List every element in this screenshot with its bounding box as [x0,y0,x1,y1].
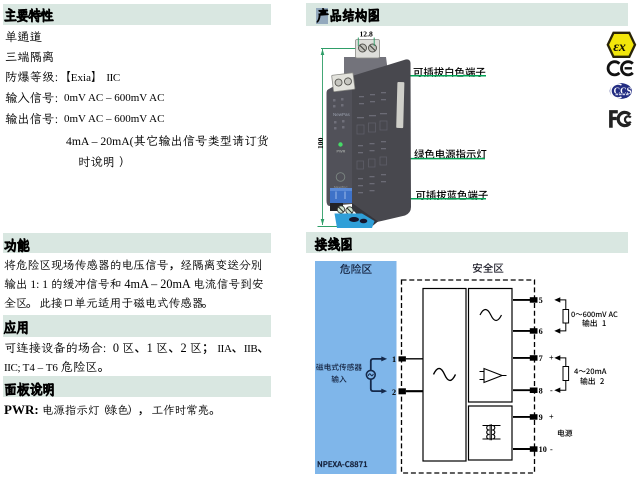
svg-text:12.8: 12.8 [360,30,373,39]
svg-text:2: 2 [392,388,396,397]
svg-text:7: 7 [539,354,543,363]
svg-text:1: 1 [392,355,396,364]
svg-text:CCS: CCS [614,86,632,96]
svg-text:100: 100 [316,137,325,149]
svg-text:8: 8 [539,386,543,395]
svg-text:NewPas: NewPas [333,112,351,117]
svg-text:-: - [550,445,553,454]
svg-text:+: + [549,354,554,363]
svg-text:-: - [550,386,553,395]
svg-text:PWR: PWR [337,150,346,154]
svg-text:+: + [549,413,554,422]
svg-text:10: 10 [539,445,547,454]
svg-text:5: 5 [539,296,543,305]
svg-text:6: 6 [539,327,543,336]
svg-text:εx: εx [613,40,626,55]
svg-text:9: 9 [539,413,543,422]
svg-text:NewTec: NewTec [334,186,348,190]
